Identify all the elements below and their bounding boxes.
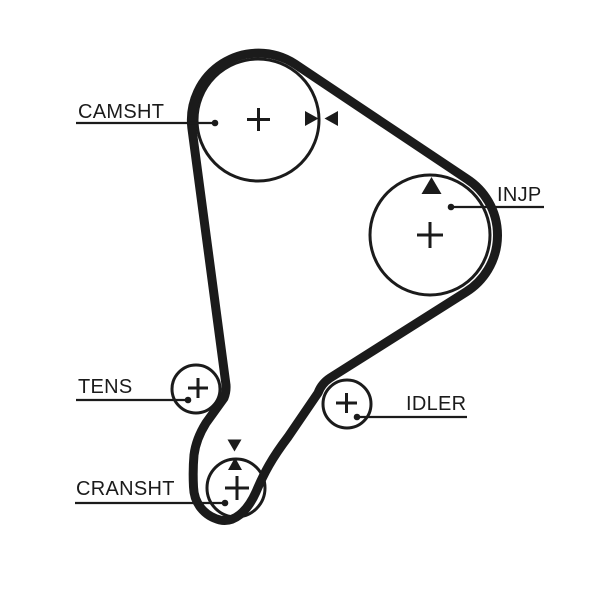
idler-center-cross [336,393,357,413]
crankshaft-timing-mark-down-arrow-icon [227,439,242,452]
tensioner-leader-dot [184,396,192,404]
injection-pump-timing-mark-up-arrow-icon [421,177,442,194]
camshaft-timing-mark-left-arrow-icon [324,111,338,126]
crankshaft-center-cross [225,476,249,500]
timing-belt [186,48,502,525]
idler-leader-dot [353,413,361,421]
camshaft-center-cross [247,108,270,131]
tensioner-label: TENS [78,376,133,398]
crankshaft-label: CRANSHT [76,478,175,500]
camshaft-pulley-circle [195,57,321,183]
camshaft-leader-dot [211,119,219,127]
idler-label: IDLER [406,393,466,415]
tensioner-pulley-circle [170,363,222,415]
injection-pump-pulley-circle [368,173,492,297]
crankshaft-leader-dot [221,499,229,507]
tensioner-center-cross [188,378,208,398]
camshaft-label: CAMSHT [78,101,164,123]
crankshaft-timing-mark-up-arrow-icon [228,457,242,470]
injection-pump-center-cross [417,222,443,248]
idler-pulley-circle [321,378,373,430]
injection-pump-label: INJP [497,184,542,206]
injection-pump-leader-dot [447,203,455,211]
camshaft-timing-mark-right-arrow-icon [305,111,319,126]
